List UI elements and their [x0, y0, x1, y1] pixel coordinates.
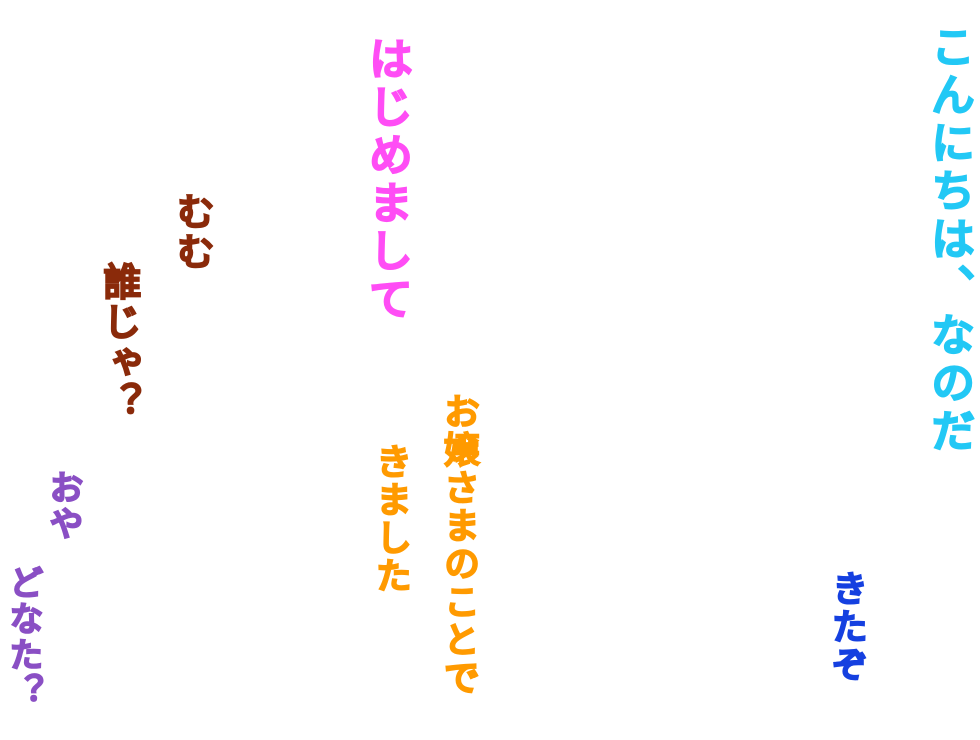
message-kimashita-text: きました	[369, 442, 412, 596]
reaction-oya-text: おや	[42, 469, 84, 543]
greeting-konnichiwa-text: こんにちは、なのだ	[922, 23, 975, 457]
question-dareja-text: 誰じゃ？	[96, 261, 142, 423]
reaction-mumu-text: むむ	[169, 191, 215, 273]
question-donata-text: どなた？	[2, 564, 44, 710]
greeting-kitazo-text: きたぞ	[825, 569, 868, 685]
message-ojousama-text: お嬢さまのことで	[437, 392, 480, 698]
greeting-hajimemashite-text: はじめまして	[360, 35, 413, 325]
